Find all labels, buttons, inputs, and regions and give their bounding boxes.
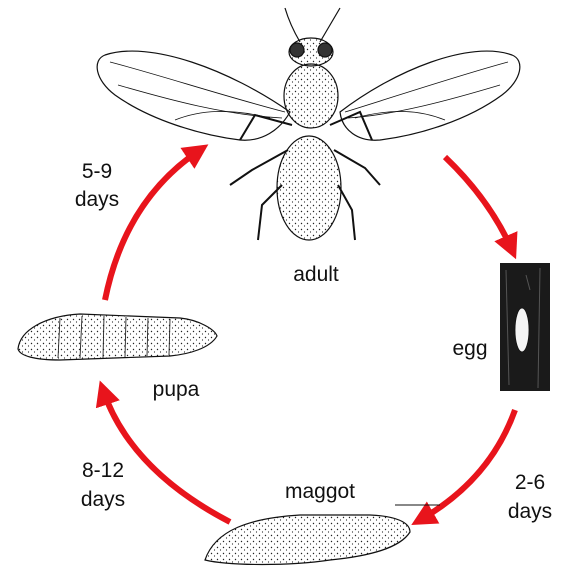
leg-right-front [329, 110, 373, 141]
label-pupa: pupa [153, 378, 200, 401]
leg-right-hind [337, 184, 356, 241]
fly-eye-left [289, 42, 305, 58]
maggot-body [204, 514, 411, 566]
duration-egg-to-maggot-line1: 2-6 [515, 471, 545, 494]
duration-pupa-to-adult-line1: 5-9 [82, 160, 112, 183]
duration-maggot-to-pupa-line1: 8-12 [82, 459, 124, 482]
arrow-pupa-to-adult [102, 144, 209, 301]
arrow-egg-to-maggot [411, 408, 518, 526]
antenna-right [319, 7, 341, 43]
egg-shape [514, 307, 530, 353]
leg-left-mid [229, 149, 289, 186]
label-adult: adult [293, 263, 339, 286]
right-wing [339, 50, 521, 141]
egg-illustration [500, 263, 550, 391]
arrow-maggot-to-pupa [95, 380, 232, 525]
pupa-body [17, 313, 218, 361]
pupa-illustration [17, 313, 218, 361]
fly-eye-right [317, 42, 333, 58]
duration-pupa-to-adult-line2: days [75, 188, 119, 211]
fly-abdomen [276, 135, 342, 241]
left-wing [96, 50, 291, 141]
duration-egg-to-maggot-line2: days [508, 500, 552, 523]
adult-fly-illustration [96, 7, 521, 241]
leg-left-front [239, 113, 293, 141]
label-maggot: maggot [285, 480, 355, 503]
fly-thorax [283, 63, 339, 129]
duration-maggot-to-pupa-line2: days [81, 488, 125, 511]
leg-right-mid [333, 149, 381, 186]
leg-left-hind [257, 184, 283, 241]
label-egg: egg [452, 337, 487, 360]
arrow-adult-to-egg [442, 154, 518, 260]
antenna-left [284, 7, 301, 43]
maggot-illustration [204, 504, 440, 566]
